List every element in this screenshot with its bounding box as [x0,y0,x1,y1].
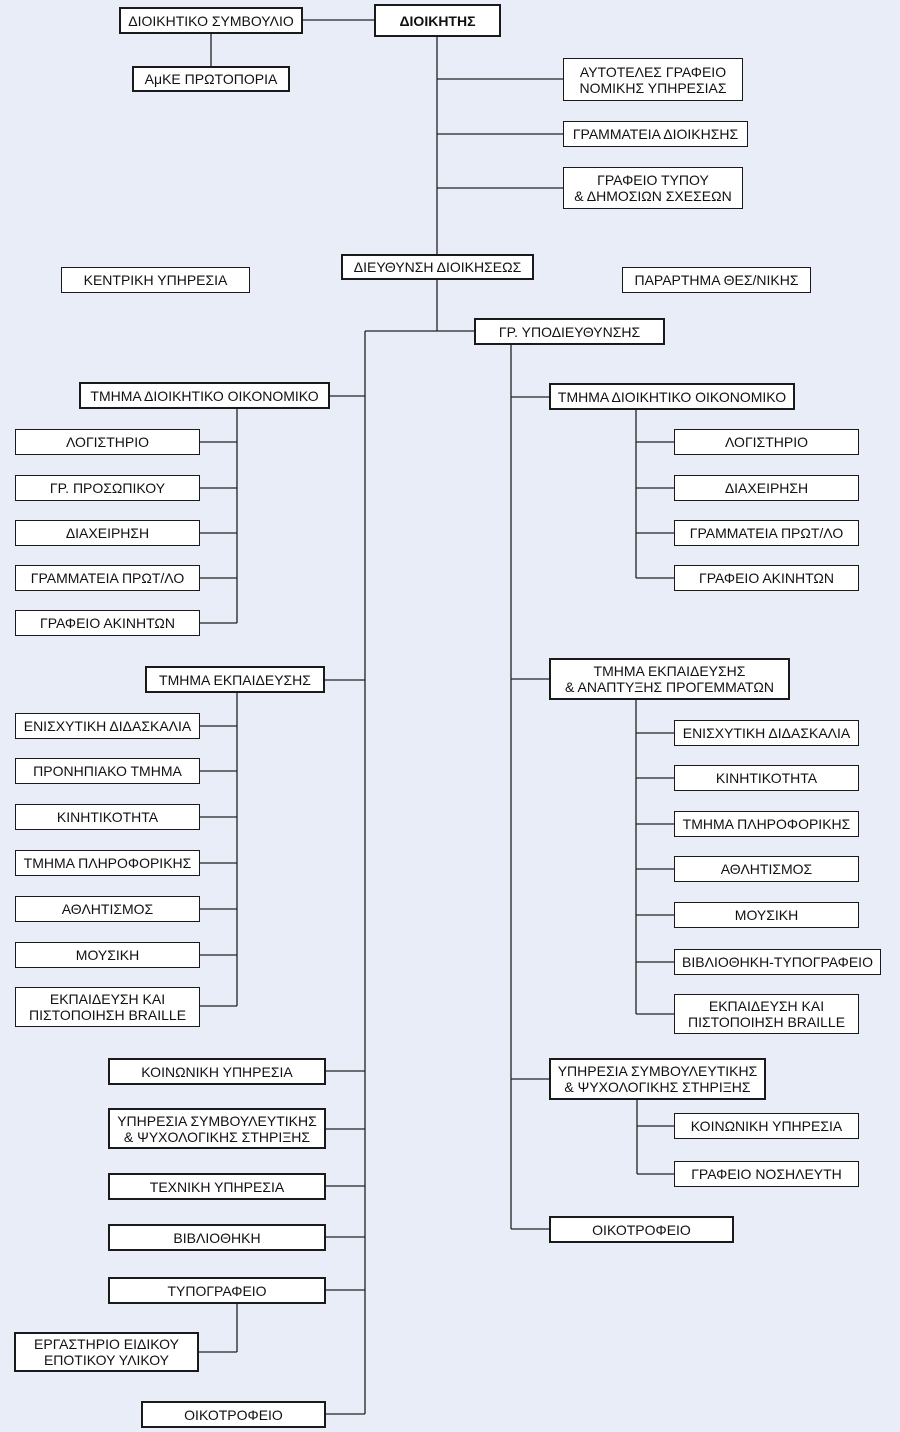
right-admin-finance-box: ΤΜΗΜΑ ΔΙΟΙΚΗΤΙΚΟ ΟΙΚΟΝΟΜΙΚΟ [549,383,795,410]
left-education-box: ΤΜΗΜΑ ΕΚΠΑΙΔΕΥΣΗΣ [145,666,325,693]
left-workshop-box: ΕΡΓΑΣΤΗΡΙΟ ΕΙΔΙΚΟΥ ΕΠΟΤΙΚΟΥ ΥΛΙΚΟΥ [14,1332,199,1372]
right-admin-item: ΓΡΑΜΜΑΤΕΙΑ ΠΡΩΤ/ΛΟ [674,520,859,546]
amke-box: ΑμΚΕ ΠΡΩΤΟΠΟΡΙΑ [132,66,290,92]
left-education-item: ΕΝΙΣΧΥΤΙΚΗ ΔΙΔΑΣΚΑΛΙΑ [15,713,200,739]
left-admin-item: ΓΡΑΦΕΙΟ ΑΚΙΝΗΤΩΝ [15,610,200,636]
board-box: ΔΙΟΙΚΗΤΙΚΟ ΣΥΜΒΟΥΛΙΟ [119,7,303,34]
left-counseling-box: ΥΠΗΡΕΣΙΑ ΣΥΜΒΟΥΛΕΥΤΙΚΗΣ & ΨΥΧΟΛΟΓΙΚΗΣ ΣΤ… [108,1108,326,1149]
right-education-item: ΚΙΝΗΤΙΚΟΤΗΤΑ [674,765,859,791]
left-education-item: ΠΡΟΝΗΠΙΑΚΟ ΤΜΗΜΑ [15,758,200,784]
central-service-label: ΚΕΝΤΡΙΚΗ ΥΠΗΡΕΣΙΑ [61,267,250,293]
right-education-item: ΒΙΒΛΙΟΘΗΚΗ-ΤΥΠΟΓΡΑΦΕΙΟ [674,949,881,975]
left-library-box: ΒΙΒΛΙΟΘΗΚΗ [108,1224,326,1251]
left-technical-box: ΤΕΧΝΙΚΗ ΥΠΗΡΕΣΙΑ [108,1173,326,1200]
right-education-item: ΑΘΛΗΤΙΣΜΟΣ [674,856,859,882]
left-admin-item: ΓΡ. ΠΡΟΣΩΠΙΚΟΥ [15,475,200,501]
left-boarding-box: ΟΙΚΟΤΡΟΦΕΙΟ [141,1401,326,1428]
left-education-item: ΚΙΝΗΤΙΚΟΤΗΤΑ [15,804,200,830]
director-box: ΔΙΟΙΚΗΤΗΣ [374,4,501,37]
right-admin-item: ΔΙΑΧΕΙΡΗΣΗ [674,475,859,501]
left-education-item: ΤΜΗΜΑ ΠΛΗΡΟΦΟΡΙΚΗΣ [15,850,200,876]
left-admin-finance-box: ΤΜΗΜΑ ΔΙΟΙΚΗΤΙΚΟ ΟΙΚΟΝΟΜΙΚΟ [79,382,330,409]
left-printing-box: ΤΥΠΟΓΡΑΦΕΙΟ [108,1277,326,1304]
left-admin-item: ΔΙΑΧΕΙΡΗΣΗ [15,520,200,546]
right-education-box: ΤΜΗΜΑ ΕΚΠΑΙΔΕΥΣΗΣ & ΑΝΑΠΤΥΞΗΣ ΠΡΟΓΕΜΜΑΤΩ… [549,658,790,700]
right-admin-item: ΓΡΑΦΕΙΟ ΑΚΙΝΗΤΩΝ [674,565,859,591]
legal-office-box: ΑΥΤΟΤΕΛΕΣ ΓΡΑΦΕΙΟ ΝΟΜΙΚΗΣ ΥΠΗΡΕΣΙΑΣ [563,58,743,101]
right-education-item: ΕΝΙΣΧΥΤΙΚΗ ΔΙΔΑΣΚΑΛΙΑ [674,720,859,746]
left-admin-item: ΓΡΑΜΜΑΤΕΙΑ ΠΡΩΤ/ΛΟ [15,565,200,591]
left-education-item: ΕΚΠΑΙΔΕΥΣΗ ΚΑΙ ΠΙΣΤΟΠΟΙΗΣΗ BRAILLE [15,987,200,1027]
right-boarding-box: ΟΙΚΟΤΡΟΦΕΙΟ [549,1216,734,1243]
right-education-item: ΤΜΗΜΑ ΠΛΗΡΟΦΟΡΙΚΗΣ [674,811,859,837]
deputy-office-box: ΓΡ. ΥΠΟΔΙΕΥΘΥΝΣΗΣ [474,318,665,345]
right-admin-item: ΛΟΓΙΣΤΗΡΙΟ [674,429,859,455]
left-social-service-box: ΚΟΙΝΩΝΙΚΗ ΥΠΗΡΕΣΙΑ [108,1058,326,1085]
left-admin-item: ΛΟΓΙΣΤΗΡΙΟ [15,429,200,455]
right-counseling-item: ΚΟΙΝΩΝΙΚΗ ΥΠΗΡΕΣΙΑ [674,1113,859,1139]
press-office-box: ΓΡΑΦΕΙΟ ΤΥΠΟΥ & ΔΗΜΟΣΙΩΝ ΣΧΕΣΕΩΝ [563,167,743,209]
admin-directorate-box: ΔΙΕΥΘΥΝΣΗ ΔΙΟΙΚΗΣΕΩΣ [341,254,534,280]
admin-secretariat-box: ΓΡΑΜΜΑΤΕΙΑ ΔΙΟΙΚΗΣΗΣ [563,121,748,147]
right-counseling-box: ΥΠΗΡΕΣΙΑ ΣΥΜΒΟΥΛΕΥΤΙΚΗΣ & ΨΥΧΟΛΟΓΙΚΗΣ ΣΤ… [549,1058,766,1100]
right-education-item: ΜΟΥΣΙΚΗ [674,902,859,928]
right-education-item: ΕΚΠΑΙΔΕΥΣΗ ΚΑΙ ΠΙΣΤΟΠΟΙΗΣΗ BRAILLE [674,994,859,1034]
branch-thessaloniki-label: ΠΑΡΑΡΤΗΜΑ ΘΕΣ/ΝΙΚΗΣ [622,267,811,293]
left-education-item: ΑΘΛΗΤΙΣΜΟΣ [15,896,200,922]
left-education-item: ΜΟΥΣΙΚΗ [15,942,200,968]
right-counseling-item: ΓΡΑΦΕΙΟ ΝΟΣΗΛΕΥΤΗ [674,1161,859,1187]
